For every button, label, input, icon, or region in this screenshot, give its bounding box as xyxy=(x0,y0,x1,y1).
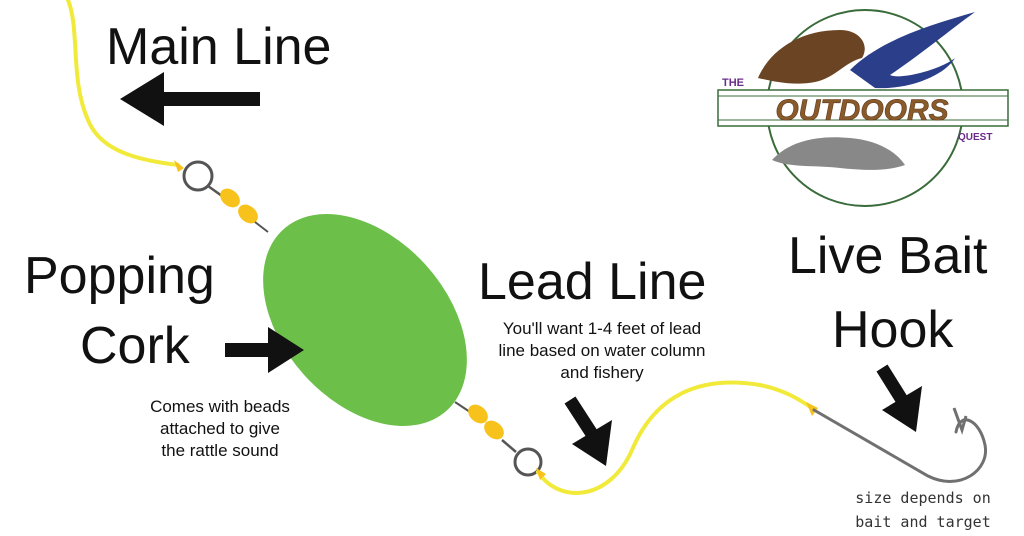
outdoors-quest-logo: THE OUTDOORS QUEST xyxy=(717,9,1009,207)
lead-note-line1: You'll want 1-4 feet of lead xyxy=(502,319,702,338)
bead xyxy=(238,204,258,224)
lead-note-line3: and fishery xyxy=(560,363,644,382)
hook-barb xyxy=(952,407,968,435)
main-line-knot xyxy=(174,160,184,172)
catfish-icon xyxy=(772,137,905,170)
arrow-lead-line xyxy=(564,396,612,466)
logo-the: THE xyxy=(722,77,744,89)
lead-note: You'll want 1-4 feet of lead line based … xyxy=(474,318,730,384)
popping-cork-label-line2: Cork xyxy=(80,317,190,375)
lead-line-label: Lead Line xyxy=(478,253,707,311)
live-bait-label-line2: Hook xyxy=(832,301,954,359)
arrow-live-bait-hook xyxy=(876,364,922,432)
main-line xyxy=(66,0,180,167)
lead-note-line2: line based on water column xyxy=(498,341,706,360)
bead xyxy=(468,404,488,424)
arrow-main-line xyxy=(120,72,260,126)
popping-cork xyxy=(263,214,467,426)
hook-note-line1: size depends on xyxy=(855,489,991,507)
hook-note-line2: bait and target xyxy=(855,513,991,531)
bottom-swivel-wire xyxy=(501,439,517,453)
cork-note-line2: attached to give xyxy=(159,419,281,438)
arrow-popping-cork xyxy=(225,327,304,373)
top-swivel-ring xyxy=(182,160,214,192)
cork-note-line3: the rattle sound xyxy=(161,441,279,460)
bead xyxy=(484,420,504,440)
top-swivel-wire xyxy=(207,184,223,198)
popping-cork-label-line1: Popping xyxy=(24,247,215,305)
lead-line xyxy=(536,380,814,495)
hook-note: size depends on bait and target xyxy=(838,486,1008,534)
cork-note: Comes with beads attached to give the ra… xyxy=(130,396,310,462)
cork-note-line1: Comes with beads xyxy=(150,397,290,416)
logo-name: OUTDOORS xyxy=(775,94,948,127)
cork-stem-top xyxy=(254,221,269,233)
bead xyxy=(220,188,240,208)
main-line-label: Main Line xyxy=(106,18,332,76)
live-bait-label-line1: Live Bait xyxy=(788,227,988,285)
hook-knot xyxy=(806,402,818,416)
cork-stem-bottom xyxy=(454,401,471,413)
heron-icon xyxy=(850,12,975,89)
lead-line-knot xyxy=(536,468,546,480)
logo-quest: QUEST xyxy=(958,132,992,143)
bottom-swivel-ring xyxy=(513,447,543,477)
boar-icon xyxy=(758,30,865,84)
